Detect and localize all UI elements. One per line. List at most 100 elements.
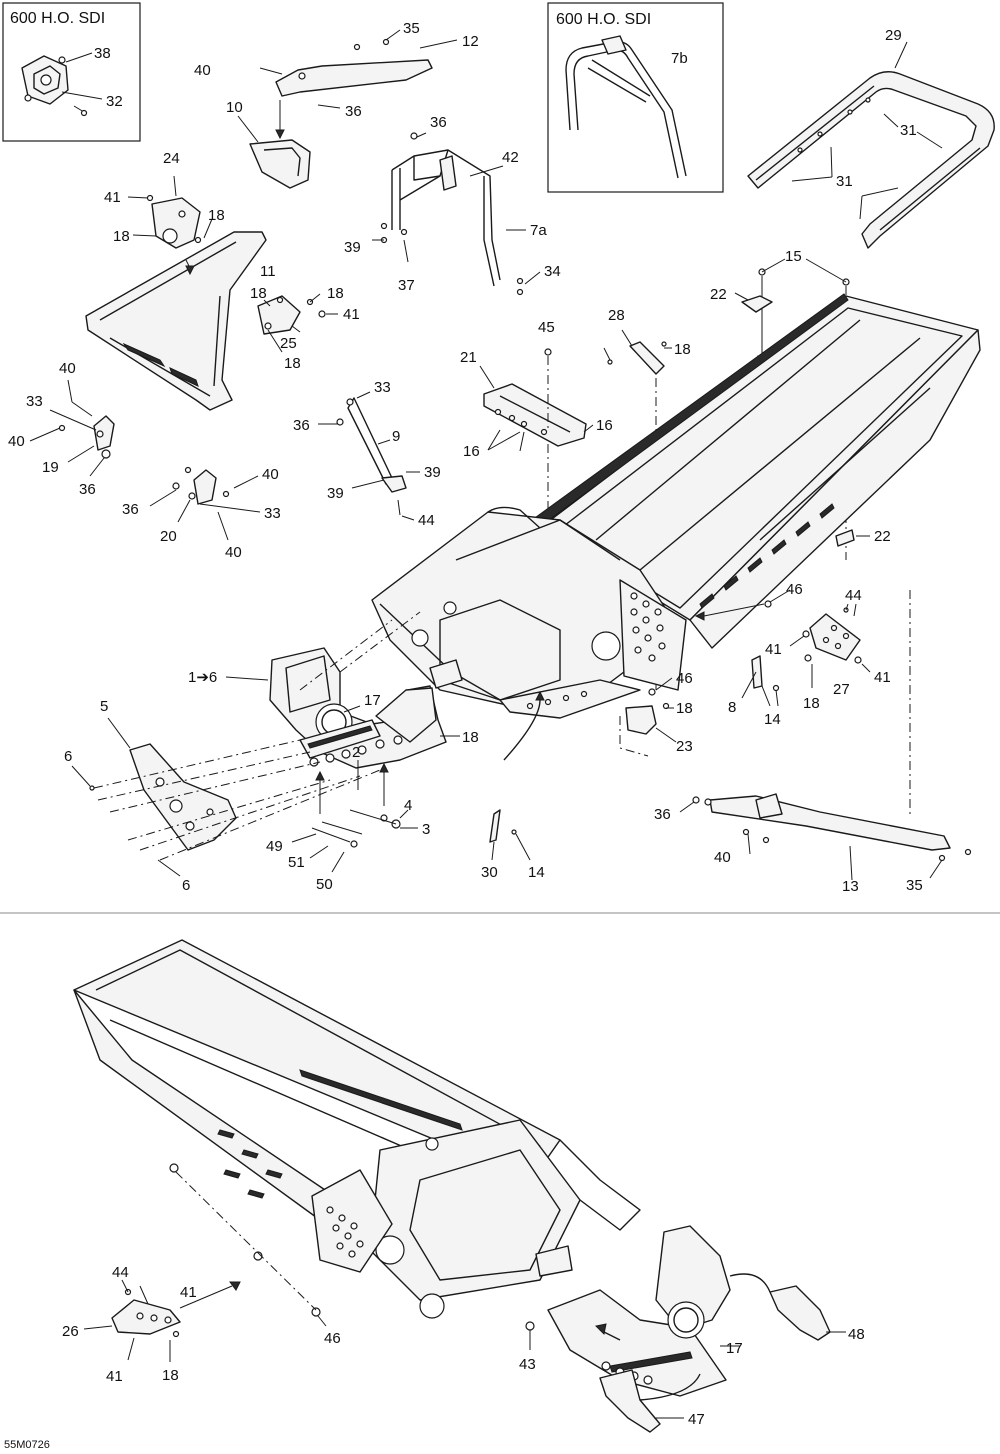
callout-label: 8 bbox=[728, 699, 736, 716]
callout-label: 7b bbox=[671, 50, 688, 67]
callout-label: 41 bbox=[765, 641, 782, 658]
tunnel-chassis-top-drawing bbox=[371, 293, 981, 719]
suspension-module-drawing bbox=[269, 647, 447, 769]
callout-label: 25 bbox=[280, 335, 297, 352]
steering-support-7b-drawing bbox=[565, 35, 687, 179]
callout-label: 21 bbox=[460, 349, 477, 366]
callout-label: 18 bbox=[327, 285, 344, 302]
callout-label: 28 bbox=[608, 307, 625, 324]
callout-label: 42 bbox=[502, 149, 519, 166]
bracket-10-drawing bbox=[249, 139, 311, 189]
callout-label: 10 bbox=[226, 99, 243, 116]
upper-column-12-drawing bbox=[275, 38, 433, 97]
callout-label: 40 bbox=[194, 62, 211, 79]
bracket-19-drawing bbox=[93, 415, 115, 451]
callout-label: 44 bbox=[845, 587, 862, 604]
inset-right: 600 H.O. SDI bbox=[547, 2, 724, 193]
callout-label: 30 bbox=[481, 864, 498, 881]
inset-right-title: 600 H.O. SDI bbox=[556, 11, 651, 28]
callout-label: 36 bbox=[345, 103, 362, 120]
suspension-module-bottom-drawing bbox=[547, 1225, 731, 1397]
callout-label: 16 bbox=[596, 417, 613, 434]
callout-label: 27 bbox=[833, 681, 850, 698]
callout-label: 6 bbox=[64, 748, 72, 765]
callout-label: 18 bbox=[162, 1367, 179, 1384]
callout-label: 33 bbox=[374, 379, 391, 396]
callout-label: 49 bbox=[266, 838, 283, 855]
callout-label: 36 bbox=[122, 501, 139, 518]
callout-label: 6 bbox=[182, 877, 190, 894]
bracket-21-drawing bbox=[483, 383, 587, 447]
callout-label: 41 bbox=[104, 189, 121, 206]
bracket-28-drawing bbox=[607, 341, 667, 375]
suspension-plate-5-drawing bbox=[129, 743, 237, 851]
callout-label: 35 bbox=[403, 20, 420, 37]
cover-47-drawing bbox=[599, 1369, 701, 1433]
callout-label: 16 bbox=[463, 443, 480, 460]
tunnel-slots bbox=[699, 503, 835, 609]
callout-label: 41 bbox=[106, 1368, 123, 1385]
steering-rod-9-drawing bbox=[336, 397, 407, 493]
callout-label: 34 bbox=[544, 263, 561, 280]
callout-label: 35 bbox=[906, 877, 923, 894]
callout-label: 48 bbox=[848, 1326, 865, 1343]
callout-label: 22 bbox=[710, 286, 727, 303]
drawing-code: 55M0726 bbox=[4, 1439, 50, 1451]
callout-label: 7a bbox=[530, 222, 547, 239]
side-plate-holes bbox=[630, 592, 666, 662]
inset-left: 600 H.O. SDI bbox=[2, 2, 141, 142]
cover-48-drawing bbox=[729, 1273, 831, 1341]
callout-label: 9 bbox=[392, 428, 400, 445]
callout-label: 5 bbox=[100, 698, 108, 715]
callout-label: 41 bbox=[343, 306, 360, 323]
callout-label: 40 bbox=[225, 544, 242, 561]
bracket-27-drawing bbox=[802, 607, 862, 664]
callout-label: 4 bbox=[404, 797, 412, 814]
callout-labels-bottom: 44 41 26 18 41 46 43 17 48 47 bbox=[62, 1264, 865, 1428]
rear-bumper-29-drawing bbox=[747, 71, 995, 249]
callout-label: 45 bbox=[538, 319, 555, 336]
callout-label: 41 bbox=[180, 1284, 197, 1301]
callout-label: 40 bbox=[262, 466, 279, 483]
callout-label: 19 bbox=[42, 459, 59, 476]
bracket-20-drawing bbox=[172, 466, 230, 505]
callout-label: 36 bbox=[79, 481, 96, 498]
callout-label: 47 bbox=[688, 1411, 705, 1428]
callout-label: 26 bbox=[62, 1323, 79, 1340]
callout-label: 17 bbox=[364, 692, 381, 709]
callout-label: 15 bbox=[785, 248, 802, 265]
callout-label: 37 bbox=[398, 277, 415, 294]
callout-label: 46 bbox=[676, 670, 693, 687]
callout-label: 40 bbox=[59, 360, 76, 377]
callout-label: 39 bbox=[327, 485, 344, 502]
bracket-26-drawing bbox=[111, 1288, 181, 1338]
bracket-8-drawing bbox=[751, 655, 780, 692]
callout-label: 18 bbox=[208, 207, 225, 224]
callout-label: 18 bbox=[462, 729, 479, 746]
callout-label: 11 bbox=[260, 263, 276, 280]
bracket-25-drawing bbox=[257, 295, 326, 335]
callout-label: 31 bbox=[836, 173, 853, 190]
callout-label: 12 bbox=[462, 33, 479, 50]
callout-label: 24 bbox=[163, 150, 180, 167]
callout-label: 41 bbox=[874, 669, 891, 686]
callout-label: 2 bbox=[352, 744, 360, 761]
callout-label: 17 bbox=[726, 1340, 743, 1357]
callout-label: 44 bbox=[112, 1264, 129, 1281]
callout-label: 1➔6 bbox=[188, 669, 217, 686]
callout-label: 39 bbox=[424, 464, 441, 481]
bottom-slots bbox=[217, 1129, 283, 1199]
callout-label: 31 bbox=[900, 122, 917, 139]
tunnel-chassis-bottom-drawing bbox=[73, 939, 641, 1319]
callout-label: 13 bbox=[842, 878, 859, 895]
callout-label: 43 bbox=[519, 1356, 536, 1373]
callout-label: 18 bbox=[674, 341, 691, 358]
callout-label: 29 bbox=[885, 27, 902, 44]
callout-label: 50 bbox=[316, 876, 333, 893]
callout-label: 18 bbox=[284, 355, 301, 372]
bottom-plate-holes bbox=[326, 1206, 364, 1258]
callout-label: 18 bbox=[113, 228, 130, 245]
support-11-drawing bbox=[85, 231, 267, 411]
callout-label: 51 bbox=[288, 854, 305, 871]
